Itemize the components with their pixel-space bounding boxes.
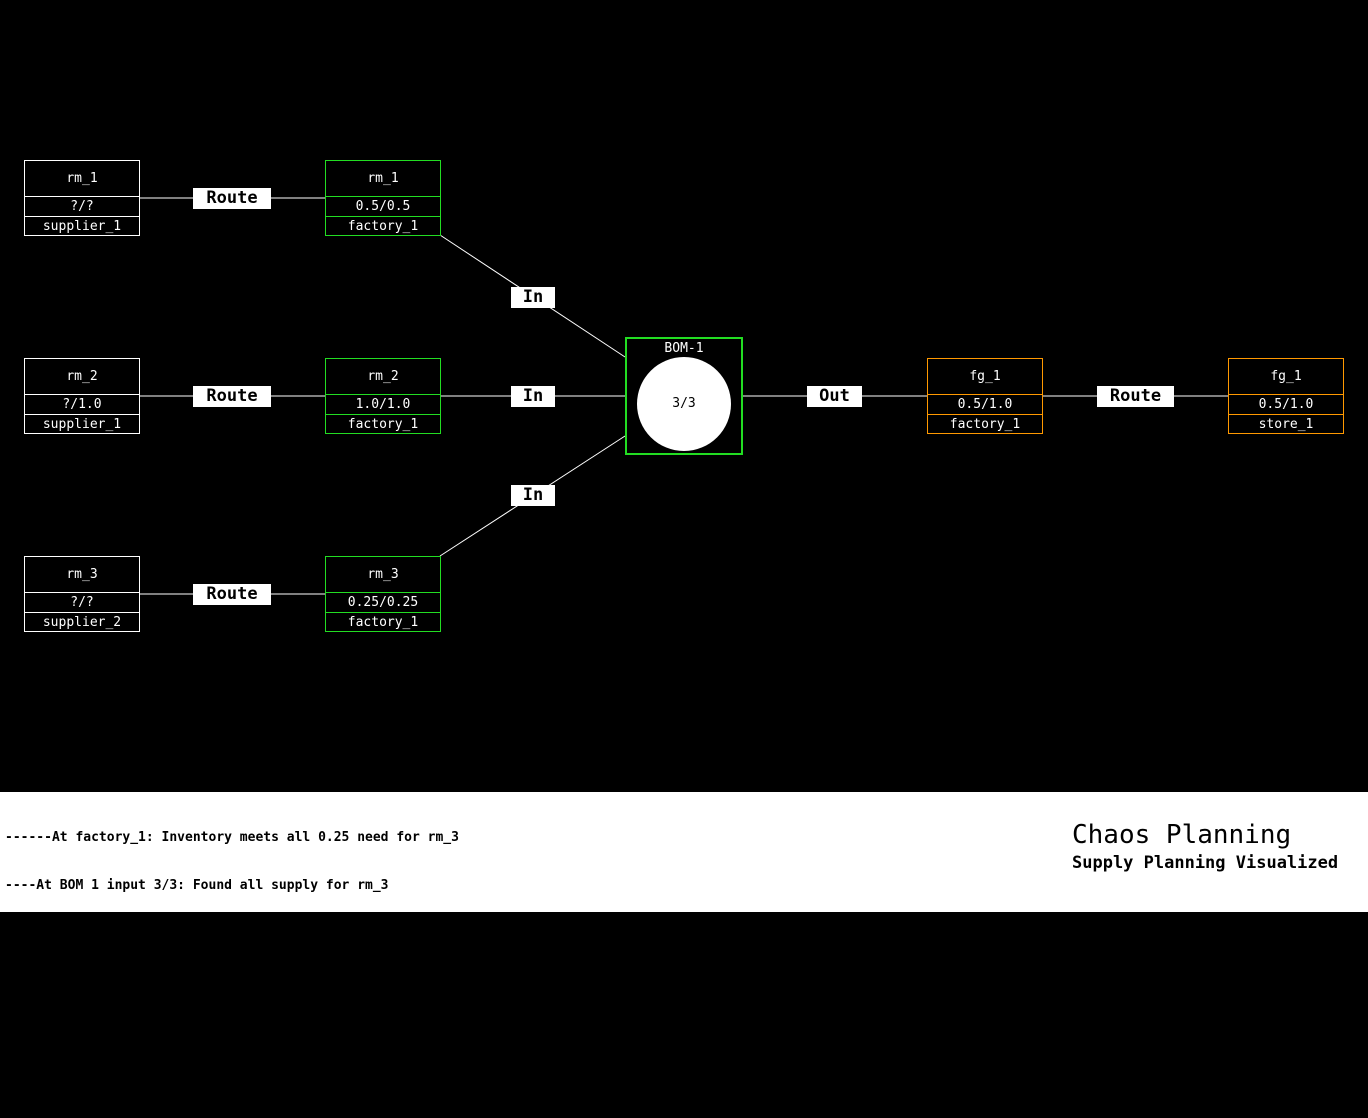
log-line: Done Planning Demand [5, 1070, 162, 1085]
log-line: At store_1: Found 0.5/1.0 on edge fg_1-f… [5, 1022, 506, 1037]
node-item: fg_1 [969, 369, 1001, 384]
node-location: supplier_1 [25, 414, 139, 433]
log-line: ----At BOM 1: Done searching all inputs [5, 926, 311, 941]
node-location: factory_1 [326, 216, 440, 235]
node-location: factory_1 [326, 612, 440, 631]
bom-progress-circle: 3/3 [637, 357, 731, 451]
node-location: supplier_2 [25, 612, 139, 631]
edge-label-out: Out [807, 386, 862, 407]
log-line: --At factory_1: Found 0.5/1.0 on edge BO… [5, 974, 483, 989]
bom-name: BOM-1 [664, 341, 704, 356]
node-item: fg_1 [1270, 369, 1302, 384]
edge-label-in: In [511, 485, 555, 506]
edge-label-route: Route [193, 386, 271, 407]
node-quantity: ?/? [25, 196, 139, 216]
node-quantity: 1.0/1.0 [326, 394, 440, 414]
node-quantity: ?/? [25, 592, 139, 612]
bom-node[interactable]: BOM-1 3/3 [625, 337, 743, 455]
node-quantity: 0.25/0.25 [326, 592, 440, 612]
node-quantity: 0.5/0.5 [326, 196, 440, 216]
edge-label-route: Route [1097, 386, 1174, 407]
node-location: factory_1 [928, 414, 1042, 433]
edge-label-in: In [511, 287, 555, 308]
node-quantity: 0.5/1.0 [928, 394, 1042, 414]
node-location: supplier_1 [25, 216, 139, 235]
node-rm_1-supplier_1[interactable]: rm_1 ?/?supplier_1 [24, 160, 140, 236]
node-item: rm_2 [66, 369, 98, 384]
node-quantity: 0.5/1.0 [1229, 394, 1343, 414]
node-item: rm_3 [367, 567, 399, 582]
footer-panel: ------At factory_1: Inventory meets all … [0, 792, 1368, 1085]
node-rm_3-supplier_2[interactable]: rm_3 ?/?supplier_2 [24, 556, 140, 632]
node-quantity: ?/1.0 [25, 394, 139, 414]
log-line: ------At factory_1: Inventory meets all … [5, 830, 459, 845]
app-title: Chaos Planning [1072, 820, 1292, 850]
node-item: rm_1 [367, 171, 399, 186]
node-item: rm_2 [367, 369, 399, 384]
edge-label-route: Route [193, 584, 271, 605]
node-item: rm_1 [66, 171, 98, 186]
app-subtitle: Supply Planning Visualized [1072, 853, 1339, 873]
planning-log: ------At factory_1: Inventory meets all … [5, 798, 506, 1118]
node-location: factory_1 [326, 414, 440, 433]
edge-label-in: In [511, 386, 555, 407]
edge-label-route: Route [193, 188, 271, 209]
node-item: rm_3 [66, 567, 98, 582]
log-line: ----At BOM 1 input 3/3: Found all supply… [5, 878, 389, 893]
node-location: store_1 [1229, 414, 1343, 433]
